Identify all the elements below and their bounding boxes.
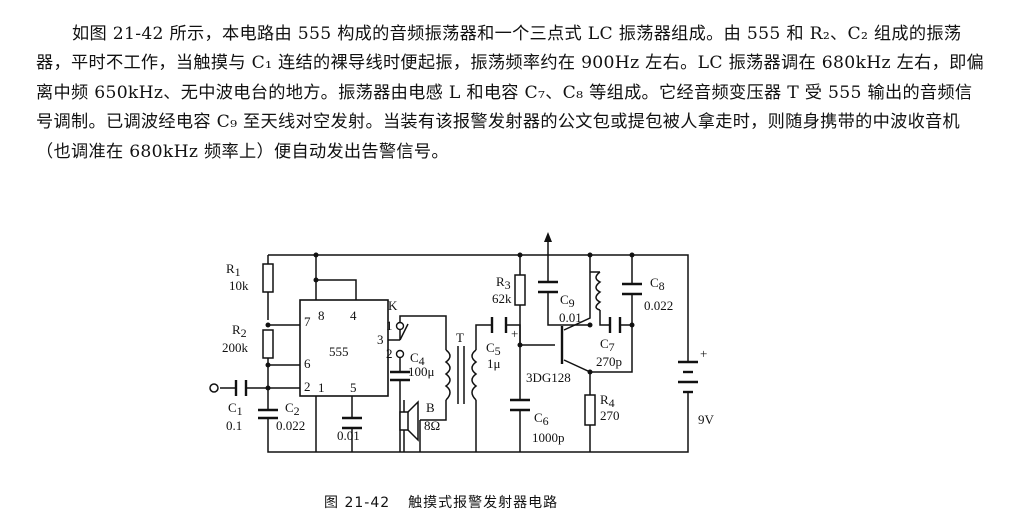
battery-plus: + [700,346,707,361]
r3-label: R3 [496,274,511,292]
capacitor-c9 [538,280,558,294]
c2-value: 0.022 [276,418,305,433]
c9-label: C9 [560,292,575,310]
r1-value: 10k [229,278,249,293]
c2-label: C2 [285,400,300,418]
capacitor-c7 [608,317,622,333]
c7-label: C7 [600,336,615,354]
c8-label: C8 [650,275,665,293]
pin-6: 6 [304,356,311,371]
resistor-r4 [584,394,596,426]
capacitor-c5 [490,317,508,333]
c8-value: 0.022 [644,298,673,313]
speaker-b [399,400,419,452]
inductor-l [595,271,602,311]
ic-555 [299,299,389,397]
c4-label: C4 [410,350,425,368]
capacitor-c6 [510,398,530,412]
resistor-r2 [262,329,274,359]
capacitor-c8 [622,282,642,296]
r2-label: R2 [232,322,247,340]
transistor-label: 3DG128 [526,370,571,385]
pin-3: 3 [377,332,384,347]
figure-caption: 图 21-42 触摸式报警发射器电路 [324,492,558,512]
pin-7: 7 [304,314,311,329]
r1-label: R1 [226,261,241,279]
c7-value: 270p [596,354,622,369]
c4-value: 100μ [408,364,435,379]
resistor-r1 [262,263,274,293]
battery-value: 9V [698,412,715,427]
resistor-r3 [514,274,526,306]
switch-k [395,321,409,359]
pin-8: 8 [318,308,325,323]
transformer-t [444,346,478,404]
b-label: B [426,400,435,415]
c6-value: 1000p [532,430,565,445]
capacitor-c2 [258,400,278,424]
capacitor-c1 [234,380,248,396]
b-value: 8Ω [424,418,440,433]
c5-plus: + [511,326,518,341]
switch-pos2: 2 [386,346,393,361]
figure-number: 图 21-42 [324,495,391,511]
pin-2: 2 [304,379,311,394]
switch-pos1: 1 [386,318,393,333]
touch-terminal [209,383,219,393]
c1-label: C1 [228,400,243,418]
switch-label: K [388,298,398,313]
capacitor-c4 [390,370,410,382]
c1-value: 0.1 [226,418,242,433]
battery [678,350,698,405]
r3-value: 62k [492,291,512,306]
pin-4: 4 [350,308,357,323]
description-paragraph: 如图 21-42 所示，本电路由 555 构成的音频振荡器和一个三点式 LC 振… [36,24,985,162]
r4-label: R4 [600,392,615,410]
r2-value: 200k [222,340,249,355]
t-label: T [456,330,464,345]
capacitor-pin5 [342,416,362,430]
antenna-icon [544,232,552,242]
r4-value: 270 [600,408,620,423]
pin-1: 1 [318,380,325,395]
c5-value: 1μ [487,356,501,371]
c5-label: C5 [486,340,501,358]
c9-value: 0.01 [559,310,582,325]
figure-title: 触摸式报警发射器电路 [408,495,559,511]
pin-5: 5 [350,380,357,395]
c6-label: C6 [534,410,549,428]
ic-label: 555 [329,344,349,359]
pin5-cap-value: 0.01 [337,428,360,443]
